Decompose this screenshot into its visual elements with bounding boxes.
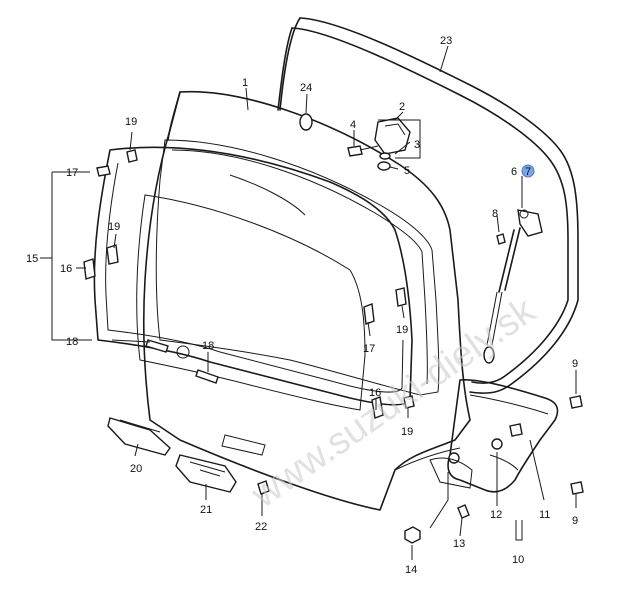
clip-19-top — [126, 149, 138, 163]
clip-19-right — [395, 287, 407, 307]
nut-12 — [491, 438, 503, 450]
garnish-parts — [107, 417, 237, 493]
callout-15: 15 — [26, 253, 38, 265]
latch-panel — [429, 379, 559, 493]
callout-1: 1 — [242, 77, 248, 89]
callout-8: 8 — [492, 208, 498, 220]
callout-21: 21 — [200, 504, 212, 516]
callout-7: 7 — [525, 166, 531, 178]
callout-18-right: 18 — [202, 340, 214, 352]
bolt-4 — [347, 145, 363, 157]
callout-19-left: 19 — [108, 221, 120, 233]
callout-labels: 1 2 3 4 5 6 7 8 9 9 10 11 12 13 14 15 16… — [26, 35, 578, 576]
clip-16-lower — [371, 396, 384, 419]
callout-17-right: 17 — [363, 343, 375, 355]
screw-9a — [569, 395, 583, 409]
washer-3 — [379, 152, 391, 160]
clip-18-b — [195, 369, 219, 384]
clip-16 — [83, 258, 96, 280]
callout-4: 4 — [350, 119, 356, 131]
callout-16-left: 16 — [60, 263, 72, 275]
clip-19-lower — [403, 395, 415, 409]
clip-19-left — [106, 244, 119, 265]
nut-14 — [404, 526, 421, 544]
callout-7-badge — [521, 164, 535, 178]
part-21 — [175, 454, 237, 493]
clip-17 — [96, 165, 111, 177]
fasteners — [257, 395, 584, 544]
clip-17-right — [363, 303, 375, 325]
callout-13: 13 — [453, 538, 465, 550]
strut-end — [483, 346, 495, 364]
callout-22: 22 — [255, 521, 267, 533]
callout-24: 24 — [300, 82, 312, 94]
callout-6: 6 — [511, 166, 517, 178]
screw-13 — [457, 504, 470, 519]
cap-24 — [299, 113, 313, 131]
callout-2: 2 — [399, 101, 405, 113]
hinge — [374, 117, 411, 155]
callout-19-top: 19 — [125, 116, 137, 128]
callout-14: 14 — [405, 564, 417, 576]
nut-5 — [377, 161, 391, 171]
callout-17-left: 17 — [66, 167, 78, 179]
callout-9-upper: 9 — [572, 358, 578, 370]
callout-5: 5 — [404, 165, 410, 177]
callout-19-mid: 19 — [396, 324, 408, 336]
bolt-8 — [496, 233, 506, 245]
screw-9b — [570, 481, 584, 495]
watermark-text: www.suzuki-diely.sk — [243, 289, 543, 517]
callout-10: 10 — [512, 554, 524, 566]
clip-18-a — [145, 339, 169, 353]
rear-glass-frame — [93, 146, 413, 411]
callout-20: 20 — [130, 463, 142, 475]
callout-11: 11 — [539, 509, 550, 521]
screw-22 — [257, 480, 270, 495]
callout-19-lower: 19 — [401, 426, 413, 438]
leader-lines — [40, 45, 577, 560]
part-20 — [107, 417, 171, 456]
hinge-assembly — [299, 113, 411, 171]
gas-strut — [483, 209, 543, 364]
callout-12: 12 — [490, 509, 502, 521]
weatherstrip-seal — [277, 17, 579, 394]
callout-9-lower: 9 — [572, 515, 578, 527]
callout-18-left: 18 — [66, 336, 78, 348]
glass-clips — [83, 149, 415, 419]
callout-3: 3 — [414, 139, 420, 151]
callout-23: 23 — [440, 35, 452, 47]
callout-16-right: 16 — [369, 387, 381, 399]
strut-bracket — [517, 209, 543, 237]
back-door-panel — [143, 90, 471, 511]
